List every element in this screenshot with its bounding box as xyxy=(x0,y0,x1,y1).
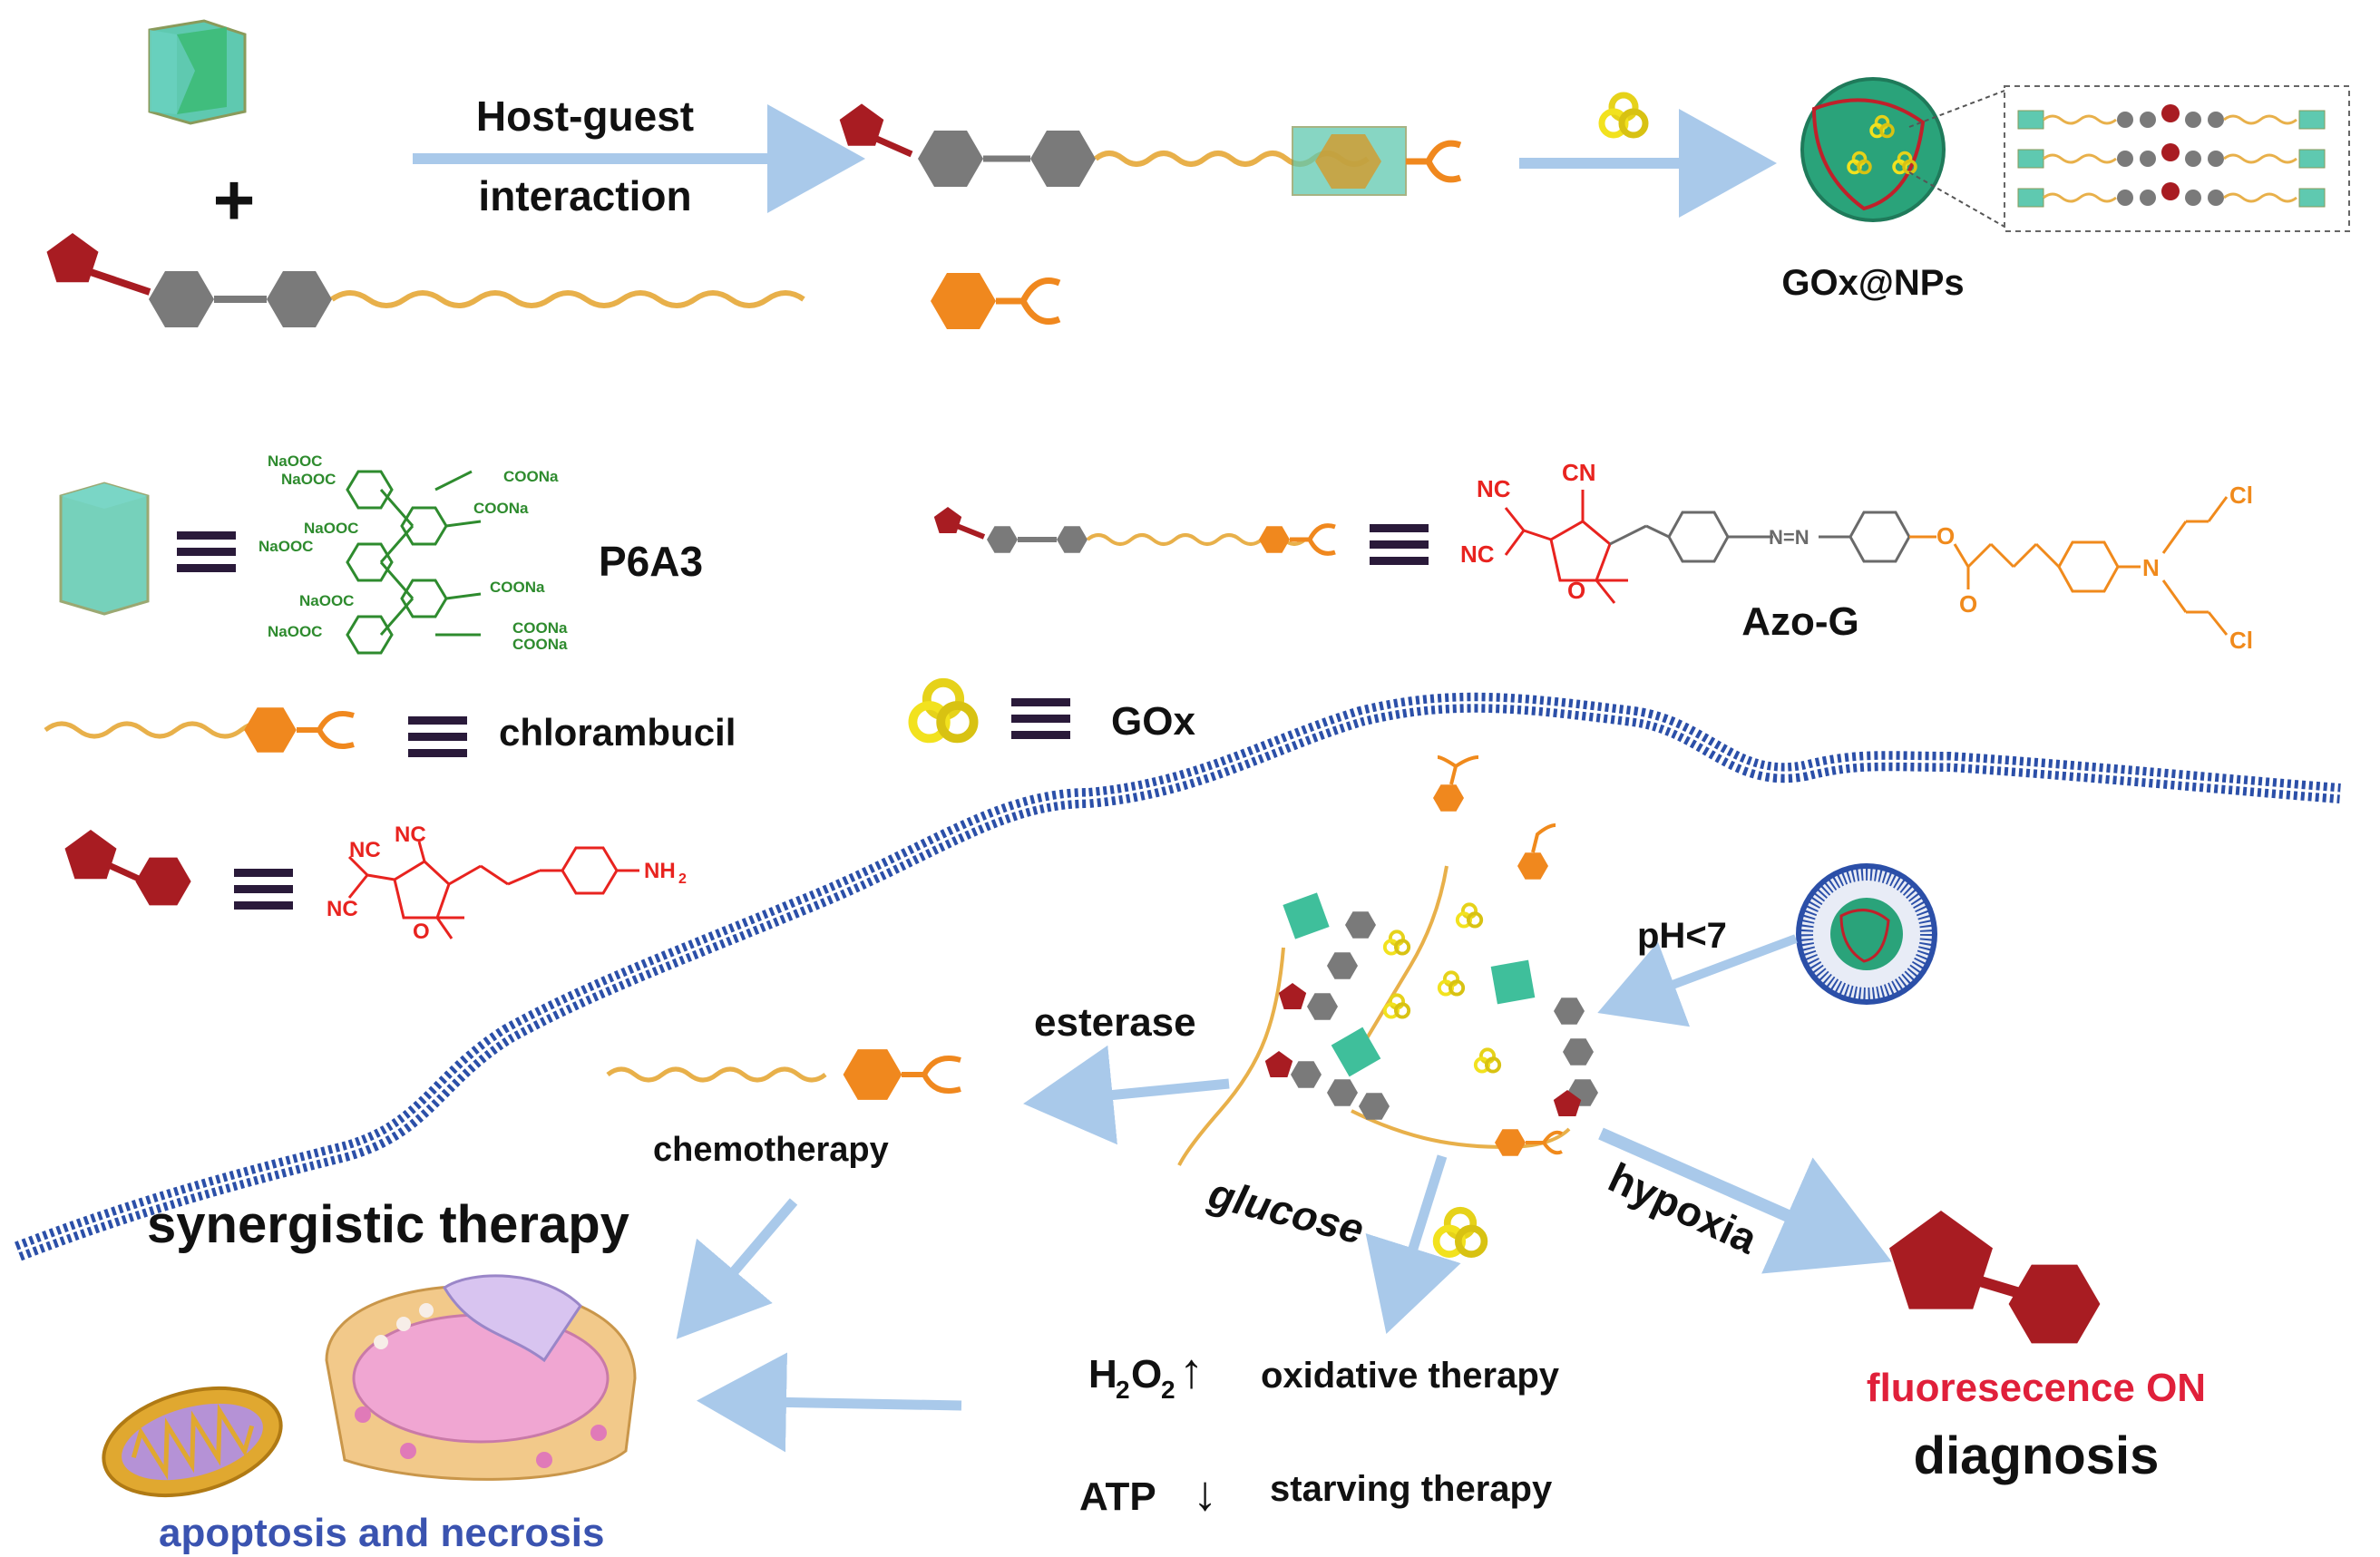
p6a3-structure xyxy=(346,470,482,655)
legend-azo-g-icon xyxy=(933,507,1336,556)
fluorophore-structure xyxy=(347,841,639,939)
p6a3-label: P6A3 xyxy=(599,538,703,585)
svg-text:NC: NC xyxy=(1460,540,1495,568)
arrow-hypoxia xyxy=(1598,1127,1892,1274)
nps-inset-rows xyxy=(2017,104,2326,208)
gox-trefoil-icon xyxy=(1602,95,1645,135)
released-chlorambucil xyxy=(606,1049,961,1100)
svg-text:NC: NC xyxy=(395,822,426,847)
equals-p6a3 xyxy=(177,531,236,572)
arrow-glucose xyxy=(1365,1154,1461,1334)
glucose-label: glucose xyxy=(1204,1169,1369,1253)
cell-nucleus-icon xyxy=(325,1274,637,1481)
svg-text:COONa: COONa xyxy=(512,636,568,653)
diagnosis-label: diagnosis xyxy=(1914,1426,2160,1485)
host-prism-icon xyxy=(148,19,247,125)
azo-g-atoms: NC NC CN O N=N O O N Cl Cl xyxy=(1460,459,2253,654)
svg-text:O: O xyxy=(1567,577,1585,604)
svg-text:COONa: COONa xyxy=(503,468,559,485)
svg-text:N: N xyxy=(2142,554,2160,581)
svg-text:N=N: N=N xyxy=(1769,526,1809,549)
svg-text:NaOOC: NaOOC xyxy=(304,520,358,537)
svg-text:2: 2 xyxy=(678,871,687,887)
svg-text:NaOOC: NaOOC xyxy=(268,453,322,470)
plus-sign: + xyxy=(213,160,256,240)
fluorophore-atoms: NC NC NC O NH 2 xyxy=(327,822,687,944)
chlorambucil-label: chlorambucil xyxy=(499,711,736,754)
equals-gox xyxy=(1011,698,1070,739)
svg-text:H: H xyxy=(1088,1352,1117,1396)
azo-g-structure xyxy=(1504,490,2229,636)
gox-small-icon xyxy=(1437,1211,1485,1254)
legend-fluorophore-icon xyxy=(64,830,191,906)
svg-text:Cl: Cl xyxy=(2229,627,2253,654)
svg-text:COONa: COONa xyxy=(473,500,529,517)
svg-text:NaOOC: NaOOC xyxy=(281,471,336,488)
svg-text:NC: NC xyxy=(349,838,381,862)
equals-chlorambucil xyxy=(408,716,467,757)
chemotherapy-label: chemotherapy xyxy=(653,1131,889,1169)
synergistic-label: synergistic therapy xyxy=(147,1195,629,1254)
svg-text:Cl: Cl xyxy=(2229,482,2253,509)
host-guest-complex xyxy=(839,103,1462,196)
arrow-chemo-down xyxy=(676,1198,798,1339)
legend-host-icon xyxy=(59,482,150,616)
svg-text:COONa: COONa xyxy=(490,579,545,596)
svg-text:O: O xyxy=(1959,590,1977,618)
svg-text:↓: ↓ xyxy=(1193,1466,1217,1521)
p6a3-group-labels: NaOOC NaOOC COONa COONa NaOOC NaOOC COON… xyxy=(258,453,568,653)
arrow-to-cell xyxy=(697,1352,962,1453)
arrow-esterase xyxy=(1023,1045,1230,1145)
esterase-label: esterase xyxy=(1034,1000,1196,1045)
svg-text:NH: NH xyxy=(644,859,676,883)
svg-text:ATP: ATP xyxy=(1079,1474,1156,1519)
svg-text:O: O xyxy=(1131,1352,1162,1396)
svg-text:↑: ↑ xyxy=(1179,1344,1204,1398)
starving-label: starving therapy xyxy=(1270,1469,1553,1509)
svg-text:NaOOC: NaOOC xyxy=(268,623,322,640)
micelle-icon xyxy=(1796,863,1937,1005)
gox-nps-label: GOx@NPs xyxy=(1781,263,1964,303)
svg-text:NC: NC xyxy=(1477,475,1511,502)
svg-text:CN: CN xyxy=(1562,459,1596,486)
atp-label: ATP ↓ xyxy=(1079,1466,1217,1521)
legend-gox-icon xyxy=(912,683,973,739)
h2o2-label: H 2 O 2 ↑ xyxy=(1088,1344,1204,1404)
host-guest-label-1: Host-guest xyxy=(476,92,694,140)
mitochondrion-icon xyxy=(102,1386,283,1498)
svg-text:NaOOC: NaOOC xyxy=(258,538,313,555)
membrane-icon xyxy=(15,692,2341,1261)
nanoparticle-icon xyxy=(1800,77,1946,222)
arrow-ph xyxy=(1597,934,1798,1027)
svg-text:2: 2 xyxy=(1116,1376,1130,1404)
svg-text:COONa: COONa xyxy=(512,619,568,637)
fluorescence-on-label: fluoresecence ON xyxy=(1867,1366,2206,1410)
guest-molecule xyxy=(46,233,1061,329)
equals-fluorophore xyxy=(234,869,293,910)
nps-inset xyxy=(2004,85,2350,232)
svg-text:2: 2 xyxy=(1161,1376,1175,1404)
svg-text:NC: NC xyxy=(327,897,358,921)
gox-label: GOx xyxy=(1111,699,1195,744)
host-guest-label-2: interaction xyxy=(478,172,691,219)
oxidative-label: oxidative therapy xyxy=(1261,1356,1560,1396)
apoptosis-label: apoptosis and necrosis xyxy=(159,1511,604,1555)
azo-g-label: Azo-G xyxy=(1741,599,1859,644)
legend-chlorambucil-icon xyxy=(44,707,355,753)
svg-text:NaOOC: NaOOC xyxy=(299,592,354,609)
svg-text:O: O xyxy=(1936,522,1955,550)
svg-text:O: O xyxy=(413,920,430,944)
released-fluorophore xyxy=(1889,1211,2101,1344)
ph-label: pH<7 xyxy=(1637,916,1727,956)
equals-azo-g xyxy=(1370,524,1429,565)
disassembly-cluster xyxy=(1177,755,1598,1166)
